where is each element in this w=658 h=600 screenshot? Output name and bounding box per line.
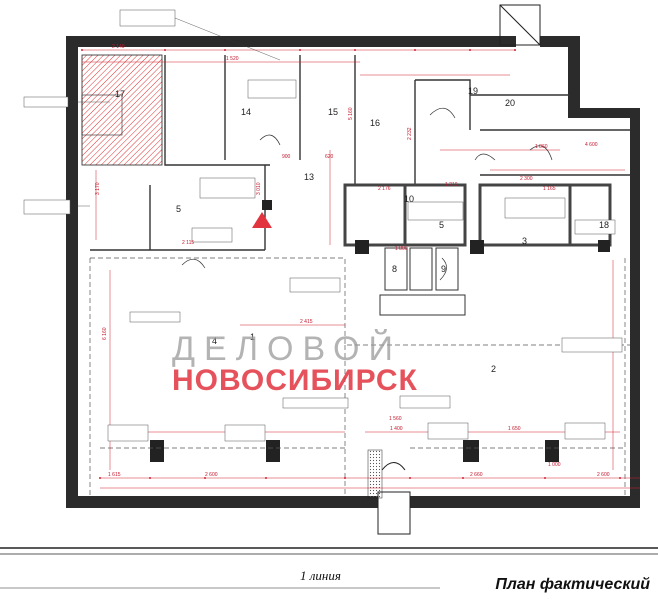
dimension-ticks	[81, 49, 621, 479]
dimension-lines	[82, 49, 640, 489]
dimension-value: 1 800	[395, 246, 408, 252]
dimension-value: 3 010	[256, 182, 262, 195]
door-swings	[181, 107, 553, 281]
dimension-value: 2 115	[182, 240, 194, 246]
dimension-value: 2 232	[407, 127, 413, 140]
room-label: 20	[505, 98, 515, 108]
hall-dashed-lines	[89, 257, 630, 495]
dimension-value: 3 170	[95, 182, 101, 195]
dimension-value: 1 165	[543, 186, 556, 192]
plan-title: План фактический	[495, 576, 650, 593]
room-label: 4	[212, 336, 217, 346]
dimension-value: 2 600	[597, 472, 610, 478]
annotation-leaders	[70, 17, 281, 207]
dimension-value: 1 400	[390, 426, 403, 432]
room-label: 19	[468, 86, 478, 96]
room-label: 1	[250, 332, 255, 342]
dimension-value: 1 000	[548, 462, 561, 468]
sheet-frame-lines	[0, 547, 658, 589]
dimension-value: 2 415	[300, 319, 313, 325]
room-label: 9	[441, 264, 446, 274]
dimension-value: 2 176	[378, 186, 391, 192]
dimension-value: 620	[325, 154, 334, 160]
dimension-value: 5 160	[348, 107, 354, 120]
line-label: 1 линия	[300, 568, 341, 583]
dimension-value: 2 660	[470, 472, 483, 478]
entry-stipple	[367, 449, 383, 499]
dimension-value: 2 300	[520, 176, 533, 182]
dimension-value: 6 160	[102, 327, 108, 340]
dimension-value: 900	[282, 154, 291, 160]
dimension-texts: 2 140 3 170 6 160 2 415 2 600 2 660 1 61…	[95, 44, 610, 478]
room-label: 17	[115, 89, 125, 99]
partitions	[90, 55, 630, 251]
dimension-value: 2 140	[112, 44, 125, 50]
columns	[150, 200, 610, 462]
room-label: 15	[328, 107, 338, 117]
annotation-boxes	[23, 9, 623, 442]
stair-lower	[81, 94, 123, 136]
wc-cabins	[379, 247, 466, 316]
inner-wall-block	[343, 183, 612, 247]
red-marker	[252, 212, 272, 228]
room-label: 3	[522, 236, 527, 246]
dimension-value: 2 600	[205, 472, 218, 478]
room-label: 18	[599, 220, 609, 230]
room-label: 2	[491, 364, 496, 374]
dimension-value: 1 520	[226, 56, 239, 62]
dimension-value: 1 860	[535, 144, 548, 150]
room-label: 10	[404, 194, 414, 204]
dimension-value: 1 615	[108, 472, 121, 478]
room-label: 13	[304, 172, 314, 182]
watermark-line-2: НОВОСИБИРСК	[172, 364, 418, 397]
dimension-value: 1 650	[508, 426, 521, 432]
room-labels: 1 2 3 4 5 5 8 9 10 13 14 15 16 17 18 19 …	[115, 86, 609, 374]
room-label: 5	[176, 204, 181, 214]
dimension-value: 1 210	[445, 182, 458, 188]
room-label: 8	[392, 264, 397, 274]
room-label: 14	[241, 107, 251, 117]
entrance-vestibules	[377, 4, 541, 535]
room-label: 5	[439, 220, 444, 230]
outer-walls	[66, 36, 640, 508]
room-label: 16	[370, 118, 380, 128]
dimension-value: 1 560	[389, 416, 402, 422]
dimension-value: 4 600	[585, 142, 598, 148]
watermark-line-1: ДЕЛОВОЙ	[172, 330, 402, 368]
